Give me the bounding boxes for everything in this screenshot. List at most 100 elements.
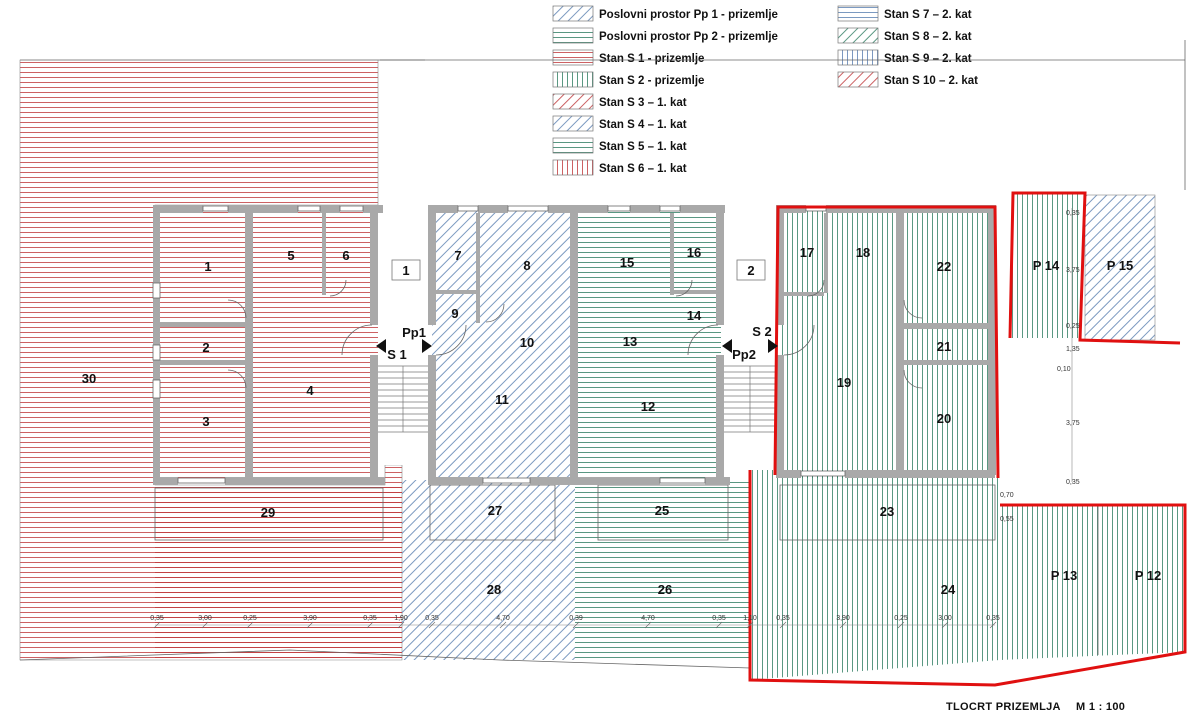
legend-swatch xyxy=(552,159,594,176)
legend-label: Stan S 4 – 1. kat xyxy=(599,119,687,131)
area-27 xyxy=(402,480,575,660)
room-label-17: 17 xyxy=(800,245,814,260)
legend-item: Stan S 9 – 2. kat xyxy=(837,49,972,66)
dimension-label: 0,25 xyxy=(894,615,908,622)
site-boundary-bottom xyxy=(19,649,751,669)
legend-swatch xyxy=(837,5,879,22)
dimension-tick xyxy=(715,621,723,629)
business-space-pp1 xyxy=(432,210,575,480)
dimension-label: 3,75 xyxy=(1066,267,1080,274)
room-label-12: 12 xyxy=(641,399,655,414)
terrace-27-outline xyxy=(429,484,556,541)
dimension-tick xyxy=(397,621,405,629)
dimension-tick xyxy=(366,621,374,629)
stair-label-1: 1 xyxy=(402,263,409,278)
dimension-tick xyxy=(644,621,652,629)
room-label-3: 3 xyxy=(202,414,209,429)
stair-hall-2 xyxy=(724,210,778,465)
legend-swatch xyxy=(837,27,879,44)
dimension-label: 4,70 xyxy=(496,615,510,622)
dimension-label: 4,70 xyxy=(641,615,655,622)
room-label-27: 27 xyxy=(488,503,502,518)
drawing-scale: M 1 : 100 xyxy=(1076,701,1125,713)
dimension-tick xyxy=(779,621,787,629)
parking-label-p14: P 14 xyxy=(1033,258,1060,273)
legend-item: Stan S 10 – 2. kat xyxy=(837,71,978,88)
room-label-7: 7 xyxy=(454,248,461,263)
dimension-tick xyxy=(306,621,314,629)
dimension-tick xyxy=(201,621,209,629)
legend-label: Stan S 8 – 2. kat xyxy=(884,31,972,43)
legend-label: Stan S 9 – 2. kat xyxy=(884,53,972,65)
legend-swatch xyxy=(552,93,594,110)
room-label-13: 13 xyxy=(623,334,637,349)
dimension-label: 0,10 xyxy=(1057,366,1071,373)
room-label-23: 23 xyxy=(880,504,894,519)
dimension-tick xyxy=(153,621,161,629)
dimension-labels-right: 0,353,750,251,350,103,750,350,700,55 xyxy=(1000,210,1080,523)
room-label-2: 2 xyxy=(202,340,209,355)
legend-item: Stan S 7 – 2. kat xyxy=(837,5,972,22)
dimension-label: 1,35 xyxy=(1066,346,1080,353)
room-label-5: 5 xyxy=(287,248,294,263)
parking-label-p15: P 15 xyxy=(1107,258,1134,273)
dimension-label: 3,90 xyxy=(303,615,317,622)
entrance-label-s2: S 2 xyxy=(752,324,772,339)
stairs-1 xyxy=(378,365,428,433)
room-label-24: 24 xyxy=(941,582,956,597)
entrance-label-pp2: Pp2 xyxy=(732,347,756,362)
area-29 xyxy=(155,485,402,660)
room-label-29: 29 xyxy=(261,505,275,520)
parking-label-p12: P 12 xyxy=(1135,568,1162,583)
room-label-6: 6 xyxy=(342,248,349,263)
dimension-tick xyxy=(499,621,507,629)
room-label-26: 26 xyxy=(658,582,672,597)
room-label-11: 11 xyxy=(495,392,509,407)
dimension-label: 0,25 xyxy=(243,615,257,622)
room-label-15: 15 xyxy=(620,255,634,270)
business-space-pp2 xyxy=(578,210,721,480)
apartment-s1 xyxy=(160,210,378,480)
parking-p14 xyxy=(1012,193,1082,338)
terrace-23-outline xyxy=(779,484,996,541)
room-label-18: 18 xyxy=(856,245,870,260)
legend-item: Stan S 5 – 1. kat xyxy=(552,137,687,154)
dimension-tick xyxy=(572,621,580,629)
legend-label: Stan S 6 – 1. kat xyxy=(599,163,687,175)
dimension-label: 0,35 xyxy=(986,615,1000,622)
area-23-24 xyxy=(750,470,1000,680)
legend-label: Stan S 2 - prizemlje xyxy=(599,75,704,87)
room-label-1: 1 xyxy=(204,259,211,274)
legend-item: Stan S 1 - prizemlje xyxy=(552,49,704,66)
room-label-4: 4 xyxy=(306,383,314,398)
dimension-tick xyxy=(941,621,949,629)
legend-label: Stan S 7 – 2. kat xyxy=(884,9,972,21)
parking-p13-p12 xyxy=(1000,505,1185,660)
legend-swatch xyxy=(552,115,594,132)
legend-item: Stan S 4 – 1. kat xyxy=(552,115,687,132)
legend-swatch xyxy=(552,71,594,88)
legend-swatch xyxy=(552,27,594,44)
legend-item: Poslovni prostor Pp 2 - prizemlje xyxy=(552,27,778,44)
doors xyxy=(227,279,923,389)
dimension-label: 0,35 xyxy=(150,615,164,622)
dimension-label: 3,00 xyxy=(938,615,952,622)
dimension-label: 3,75 xyxy=(1066,420,1080,427)
dimension-label: 0,35 xyxy=(1066,210,1080,217)
room-label-22: 22 xyxy=(937,259,951,274)
parking-labels: P 14 P 15 P 13 P 12 xyxy=(1033,258,1162,583)
legend-item: Poslovni prostor Pp 1 - prizemlje xyxy=(552,5,778,22)
room-label-21: 21 xyxy=(937,339,951,354)
dimension-label: 1,90 xyxy=(394,615,408,622)
legend-item: Stan S 6 – 1. kat xyxy=(552,159,687,176)
entrance-labels: S 1 Pp1 S 2 Pp2 xyxy=(387,324,772,362)
room-labels: 1 2 3 4 5 6 7 8 9 10 11 12 13 14 15 16 1… xyxy=(82,245,956,597)
dimension-label: 0,35 xyxy=(425,615,439,622)
room-label-16: 16 xyxy=(687,245,701,260)
drawing-title: TLOCRT PRIZEMLJA xyxy=(946,701,1061,713)
area-25 xyxy=(575,480,750,660)
parking-label-p13: P 13 xyxy=(1051,568,1078,583)
entrance-arrows xyxy=(376,339,778,353)
